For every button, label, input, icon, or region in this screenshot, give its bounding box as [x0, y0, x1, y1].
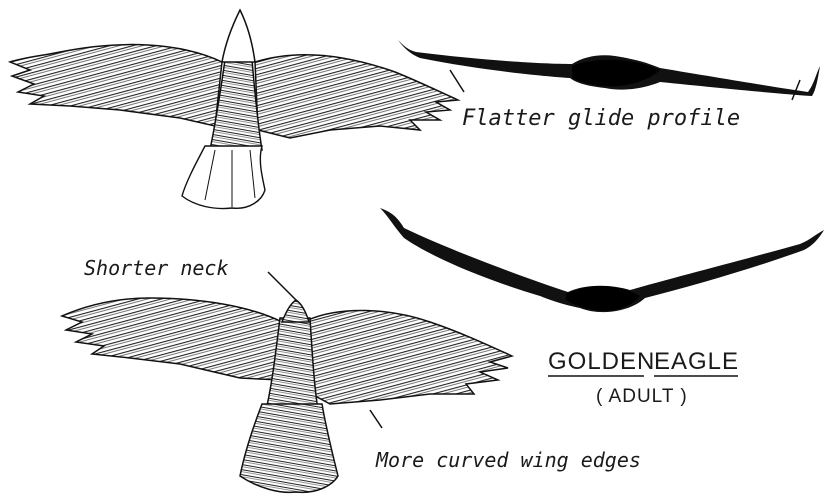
pointer-line — [370, 410, 382, 428]
flat-glide-silhouette-icon — [398, 40, 820, 100]
species-title-eagle: EAGLE — [654, 348, 739, 376]
pointer-line — [450, 70, 464, 92]
label-flatter-glide-profile: Flatter glide profile — [462, 106, 740, 131]
soaring-eagle-light-tail-icon — [10, 10, 458, 209]
dihedral-glide-silhouette-icon — [380, 208, 824, 312]
age-label: ( ADULT ) — [596, 386, 688, 408]
label-shorter-neck: Shorter neck — [84, 256, 229, 280]
label-more-curved-wing-edges: More curved wing edges — [376, 448, 641, 472]
species-title-golden: GOLDEN — [548, 348, 655, 376]
pointer-line — [268, 272, 296, 300]
